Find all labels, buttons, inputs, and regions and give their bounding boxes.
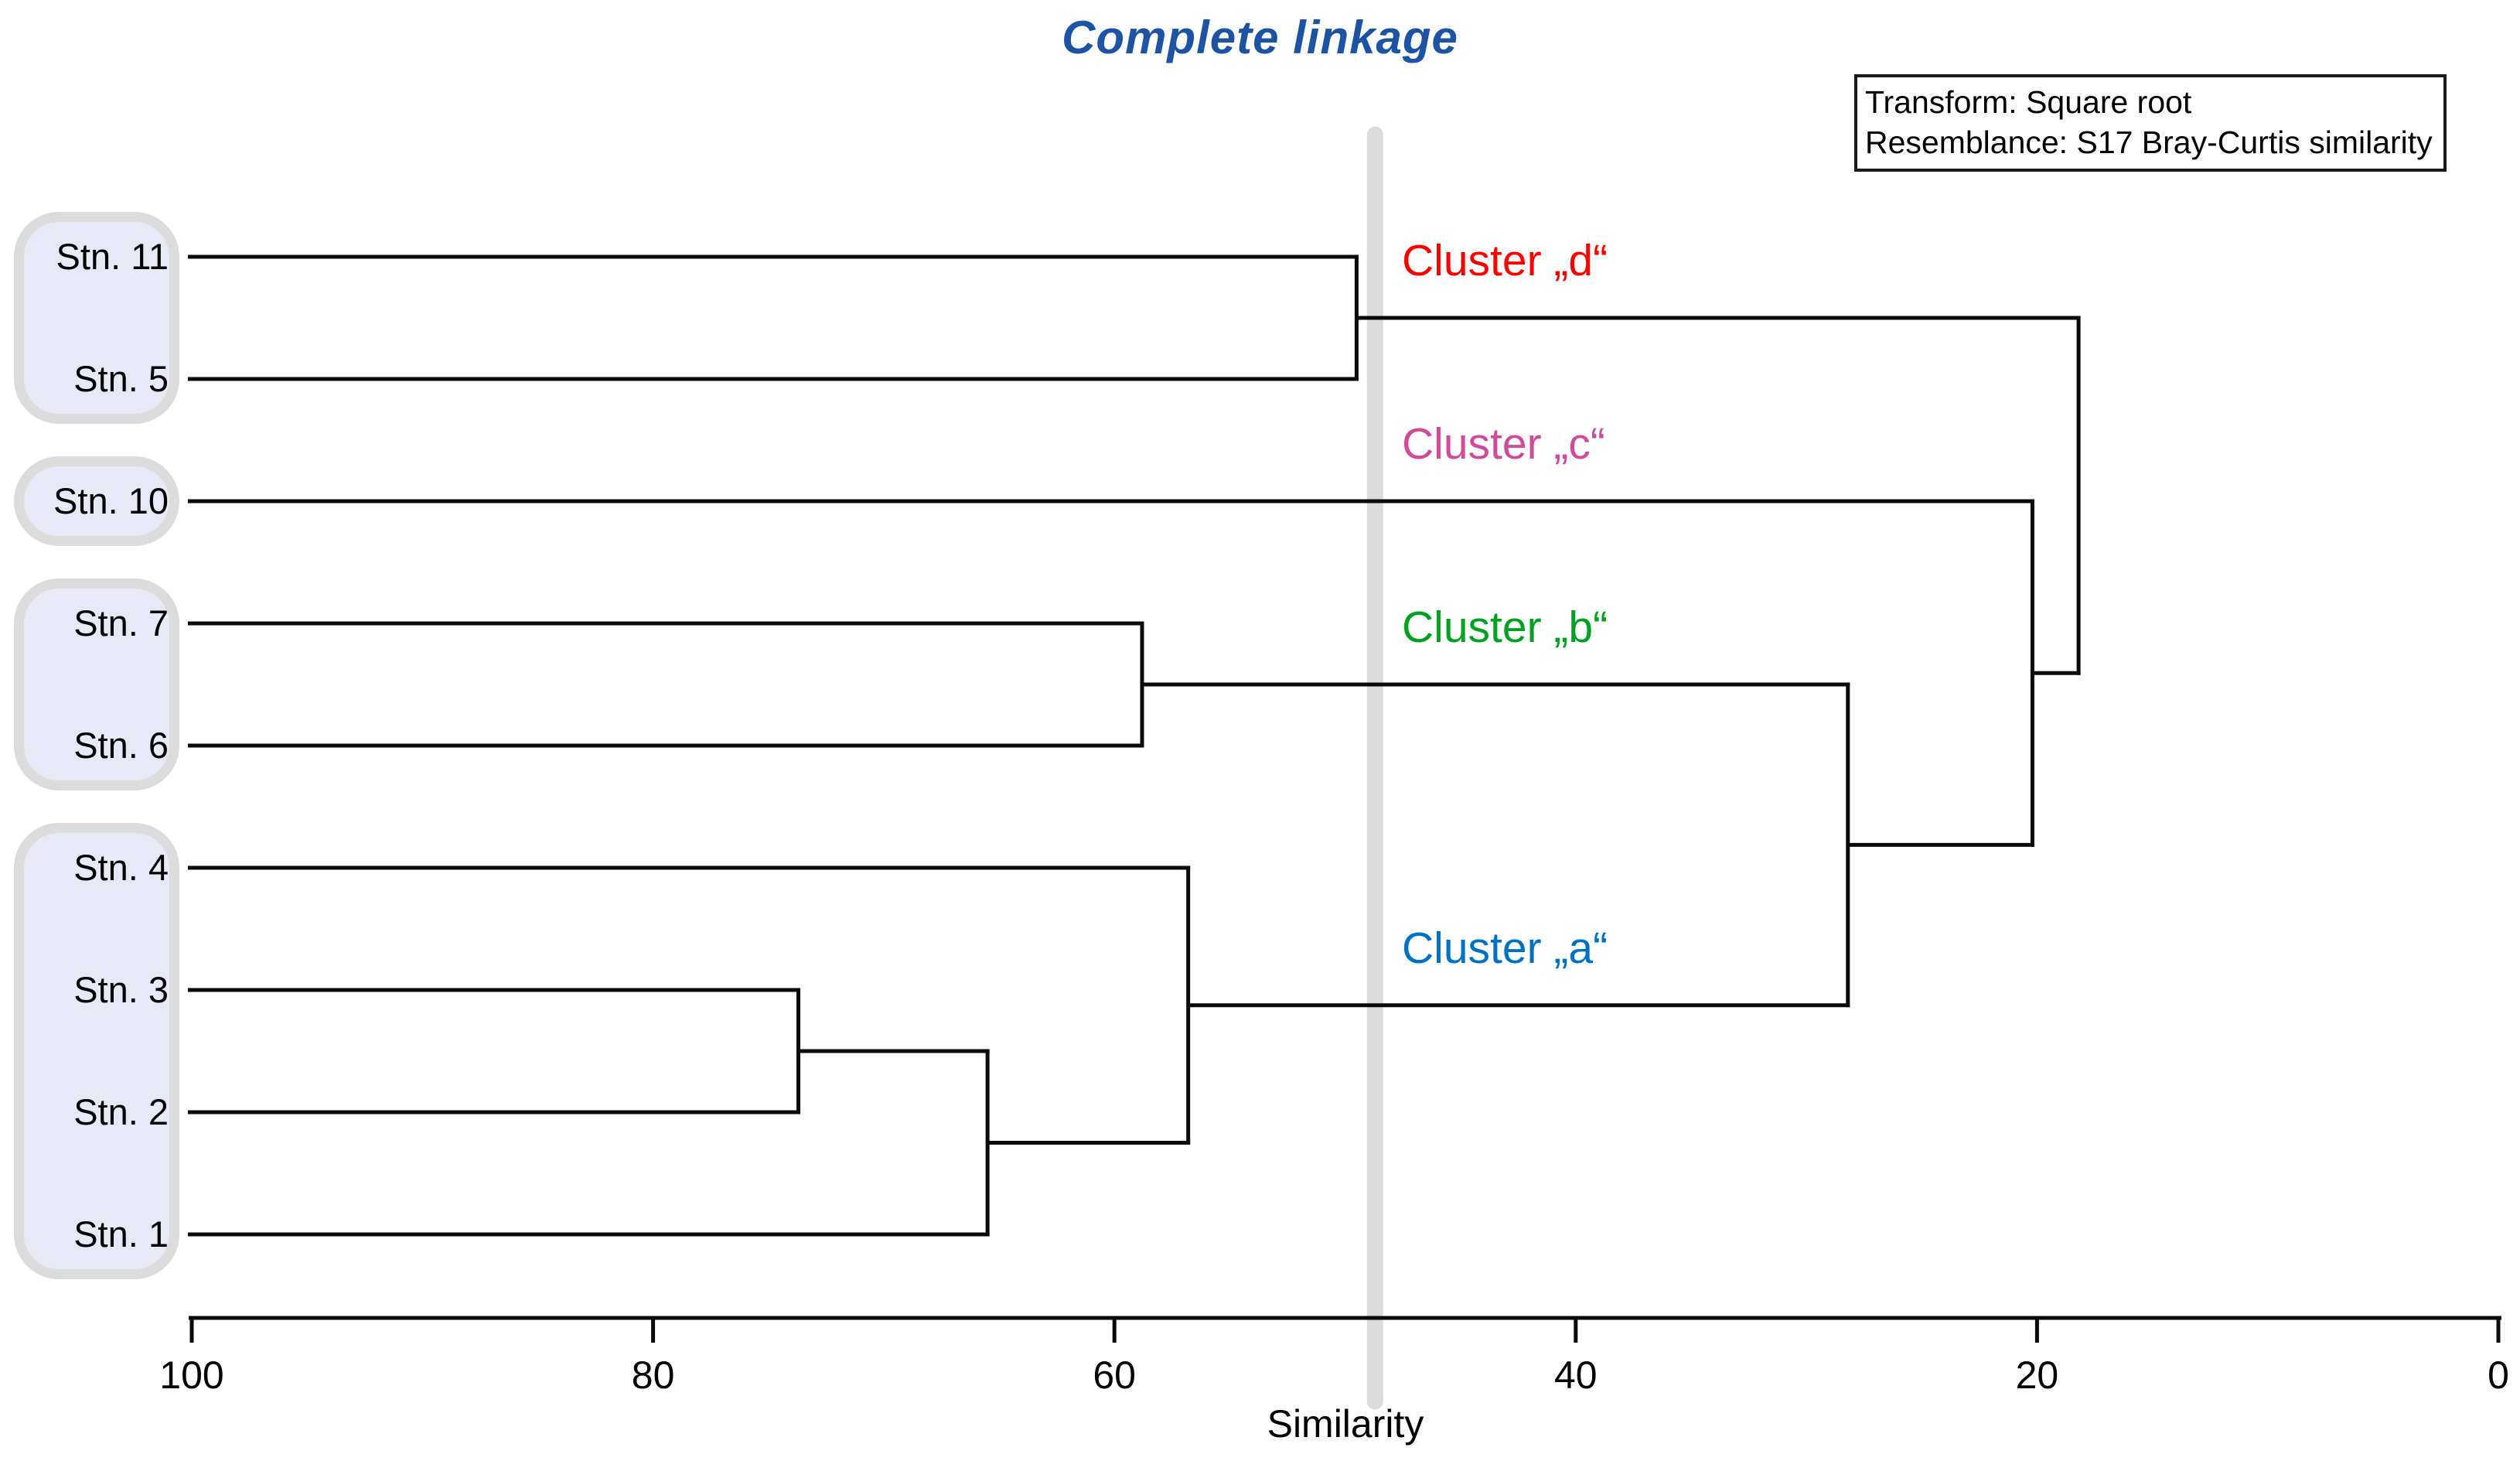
page-title: Complete linkage: [1062, 12, 1458, 63]
leaf-label-stn-3: Stn. 3: [73, 969, 169, 1010]
x-axis-title: Similarity: [1267, 1402, 1424, 1446]
leaf-label-stn-5: Stn. 5: [73, 358, 169, 399]
cluster-label-d: Cluster „d“: [1402, 236, 1608, 285]
analysis-info-box: Transform: Square root Resemblance: S17 …: [1854, 74, 2447, 172]
cluster-label-b: Cluster „b“: [1402, 602, 1608, 652]
cluster-label-c: Cluster „c“: [1402, 419, 1605, 469]
leaf-label-stn-7: Stn. 7: [73, 602, 169, 643]
x-axis-tick-label: 20: [2015, 1353, 2059, 1397]
cluster-label-a: Cluster „a“: [1402, 923, 1608, 973]
x-axis-tick-label: 40: [1553, 1353, 1598, 1397]
transform-info: Transform: Square root: [1865, 84, 2192, 120]
station-group-box-a: [14, 823, 179, 1279]
x-axis-tick-label: 80: [631, 1353, 675, 1397]
resemblance-info: Resemblance: S17 Bray-Curtis similarity: [1865, 125, 2433, 160]
leaf-label-stn-2: Stn. 2: [73, 1091, 169, 1132]
leaf-label-stn-4: Stn. 4: [73, 847, 169, 888]
station-group-box-b: [14, 579, 179, 790]
leaf-label-stn-6: Stn. 6: [73, 725, 169, 766]
station-group-box-d: [14, 212, 179, 424]
leaf-label-stn-10: Stn. 10: [53, 480, 169, 521]
station-group-box-c: [14, 456, 179, 546]
x-axis-tick-label: 0: [2488, 1353, 2509, 1397]
x-axis-tick-label: 100: [159, 1353, 224, 1397]
x-axis-tick-label: 60: [1093, 1353, 1136, 1397]
leaf-label-stn-1: Stn. 1: [73, 1214, 169, 1254]
leaf-label-stn-11: Stn. 11: [56, 236, 169, 277]
